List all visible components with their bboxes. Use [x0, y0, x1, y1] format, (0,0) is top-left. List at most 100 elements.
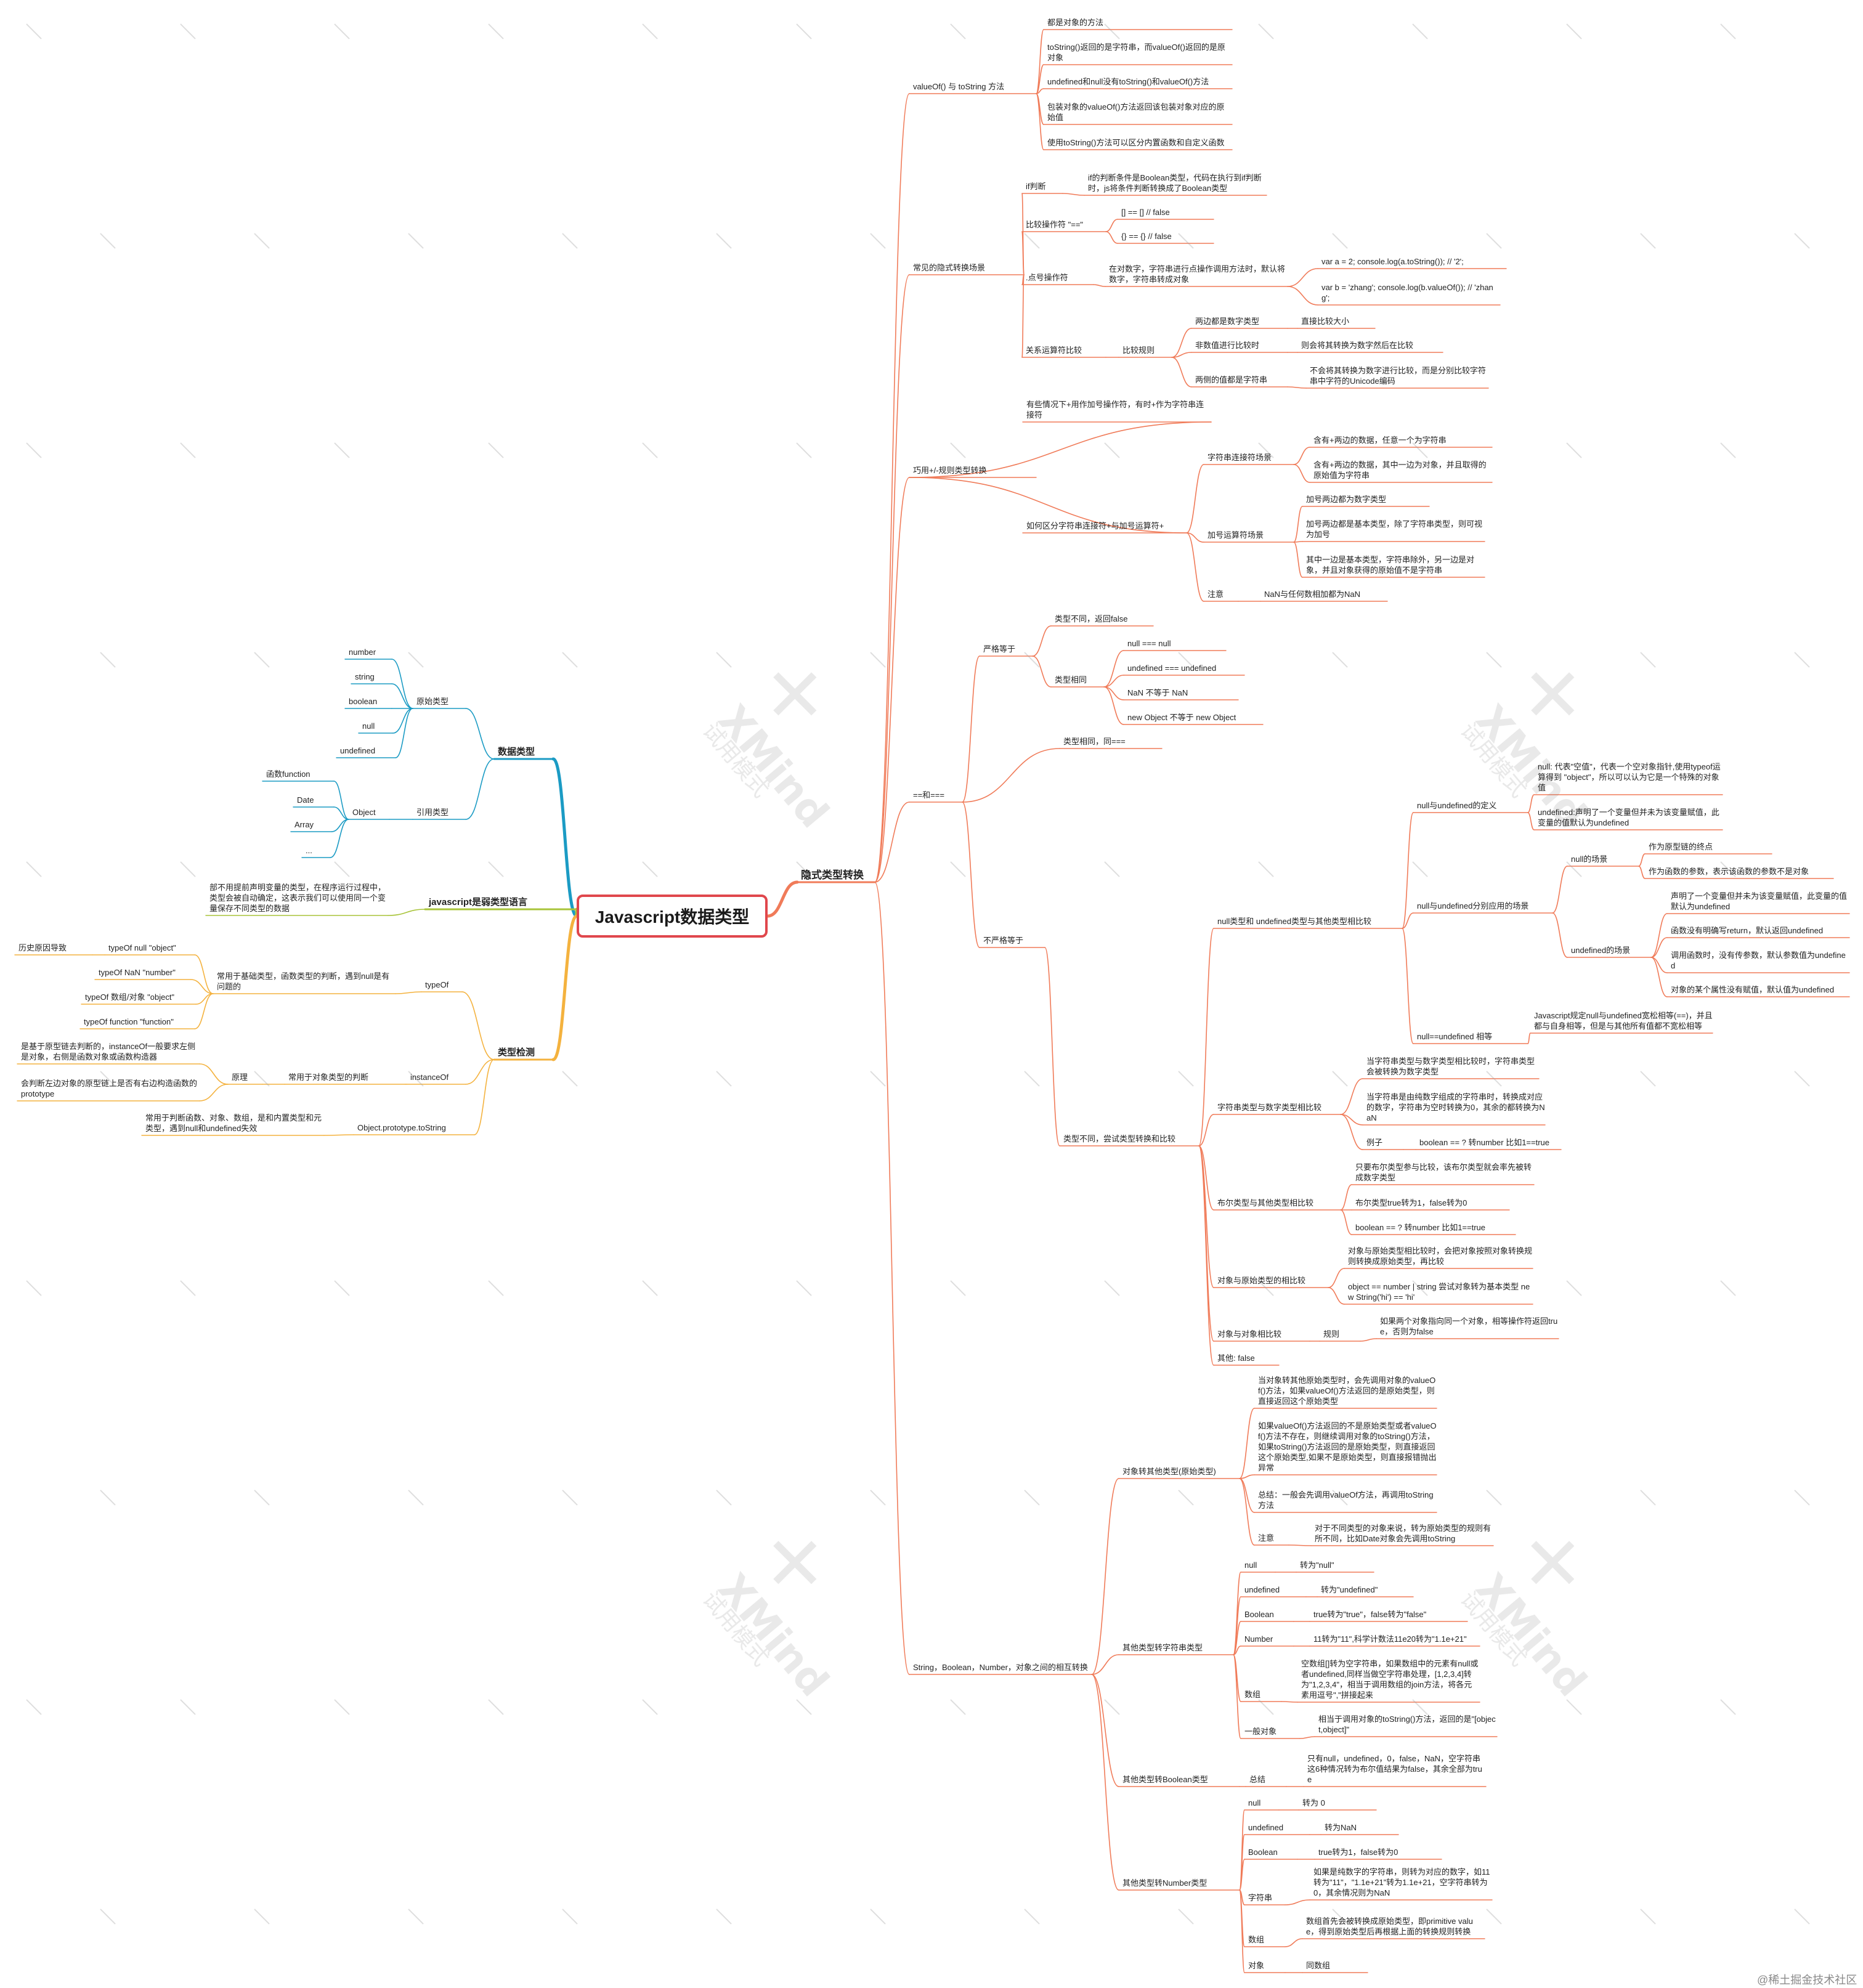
topic-ts-arr[interactable]: 数组: [1244, 1690, 1261, 1699]
topic-sc-if[interactable]: if判断: [1026, 182, 1046, 191]
topic-o3[interactable]: Array: [294, 820, 314, 829]
topic-ts-und-d[interactable]: 转为"undefined": [1321, 1585, 1378, 1594]
topic-op-nd[interactable]: 对于不同类型的对象来说，转为原始类型的规则有所不同，比如Date对象会先调用to…: [1315, 1523, 1492, 1543]
topic-weak-d[interactable]: 部不用提前声明变量的类型，在程序运行过程中，类型会被自动确定，这表示我们可以使用…: [209, 883, 386, 913]
topic-ob2[interactable]: object == number | string 尝试对象转为基本类型 new…: [1348, 1282, 1530, 1302]
topic-sc-eq[interactable]: 比较操作符 "==": [1026, 220, 1084, 229]
topic-sc-if-d[interactable]: if的判断条件是Boolean类型，代码在执行到if判断时，js将条件判断转换成…: [1088, 173, 1262, 193]
topic-sc-dot1[interactable]: var a = 2; console.log(a.toString()); //…: [1321, 257, 1464, 266]
topic-ns[interactable]: 不严格等于: [983, 936, 1024, 945]
topic-pm-n[interactable]: 注意: [1208, 590, 1224, 599]
topic-sc-r1[interactable]: 两边都是数字类型: [1195, 317, 1260, 326]
topic-oo-rule[interactable]: 规则: [1323, 1329, 1340, 1339]
topic-vts4[interactable]: 包装对象的valueOf()方法返回该包装对象对应的原始值: [1047, 102, 1225, 122]
topic-ots[interactable]: Object.prototype.toString: [357, 1123, 446, 1132]
topic-ns-diff[interactable]: 类型不同，尝试类型转换和比较: [1063, 1134, 1176, 1143]
topic-nu-und1[interactable]: 声明了一个变量但并未为该变量赋值，此变量的值默认为undefined: [1671, 891, 1848, 911]
topic-pm-s[interactable]: 字符串连接符场景: [1208, 453, 1272, 462]
topic-p5[interactable]: undefined: [340, 746, 376, 755]
topic-pm-nd[interactable]: NaN与任何数相加都为NaN: [1264, 590, 1361, 599]
topic-vts3[interactable]: undefined和null没有toString()和valueOf()方法: [1047, 77, 1209, 86]
topic-bo1[interactable]: 只要布尔类型参与比较，该布尔类型就会率先被转成数字类型: [1355, 1162, 1532, 1182]
topic-sc-eq1[interactable]: [] == [] // false: [1121, 208, 1170, 217]
topic-ref[interactable]: 引用类型: [416, 808, 449, 817]
topic-sn[interactable]: 字符串类型与数字类型相比较: [1217, 1103, 1322, 1112]
topic-nu-use[interactable]: null与undefined分别应用的场景: [1417, 901, 1529, 911]
topic-to3[interactable]: typeOf 数组/对象 "object": [85, 992, 175, 1002]
topic-bo2[interactable]: 布尔类型true转为1，false转为0: [1355, 1198, 1467, 1207]
topic-sn2[interactable]: 当字符串是由纯数字组成的字符串时，转换成对应的数字，字符串为空时转换为0，其余的…: [1366, 1092, 1545, 1122]
topic-pm2[interactable]: 如何区分字符串连接符+与加号运算符+: [1026, 521, 1164, 530]
topic-ts-null[interactable]: null: [1244, 1560, 1257, 1570]
topic-op[interactable]: 对象转其他类型(原始类型): [1122, 1467, 1216, 1476]
topic-tn-null-d[interactable]: 转为 0: [1302, 1798, 1325, 1807]
topic-nu-null2[interactable]: 作为函数的参数，表示该函数的参数不是对象: [1649, 867, 1809, 876]
topic-st-diff[interactable]: 类型不同，返回false: [1055, 614, 1128, 623]
topic-oo-rule-d[interactable]: 如果两个对象指向同一个对象，相等操作符返回true，否则为false: [1380, 1317, 1558, 1336]
topic-to2[interactable]: typeOf NaN "number": [99, 968, 176, 977]
topic-o1[interactable]: 函数function: [266, 769, 310, 779]
topic-tn-arr-d[interactable]: 数组首先会被转换成原始类型，即primitive value，得到原始类型后再根…: [1306, 1917, 1473, 1936]
topic-tn-bool[interactable]: Boolean: [1248, 1848, 1278, 1857]
topic-ts-num[interactable]: Number: [1244, 1634, 1273, 1644]
topic-tn-und[interactable]: undefined: [1248, 1823, 1284, 1832]
topic-io-p[interactable]: 原理: [232, 1073, 248, 1082]
topic-ts-null-d[interactable]: 转为"null": [1300, 1560, 1334, 1570]
topic-weak[interactable]: javascript是弱类型语言: [429, 897, 528, 907]
topic-implicit[interactable]: 隐式类型转换: [801, 869, 864, 881]
topic-tb-s[interactable]: 总结: [1249, 1775, 1266, 1784]
topic-obj[interactable]: Object: [352, 808, 376, 817]
topic-op1[interactable]: 当对象转其他原始类型时，会先调用对象的valueOf()方法，如果valueOf…: [1258, 1376, 1436, 1406]
topic-op2[interactable]: 如果valueOf()方法返回的不是原始类型或者valueOf()方法不存在，则…: [1258, 1421, 1437, 1472]
topic-vts[interactable]: valueOf() 与 toString 方法: [913, 82, 1005, 91]
topic-ns-same[interactable]: 类型相同，同===: [1063, 737, 1126, 746]
topic-io-p1[interactable]: 是基于原型链去判断的，instanceOf一般要求左侧是对象，右侧是函数对象或函…: [21, 1042, 196, 1061]
topic-st3[interactable]: NaN 不等于 NaN: [1127, 688, 1188, 697]
topic-nu-def2[interactable]: undefined:声明了一个变量但并未为该变量赋值，此变量的值默认为undef…: [1538, 808, 1719, 827]
topic-oo[interactable]: 对象与对象相比较: [1217, 1329, 1282, 1339]
topic-vts2[interactable]: toString()返回的是字符串，而valueOf()返回的是原对象: [1047, 43, 1225, 62]
topic-st1[interactable]: null === null: [1127, 639, 1171, 648]
topic-bo[interactable]: 布尔类型与其他类型相比较: [1217, 1198, 1314, 1207]
topic-st[interactable]: 严格等于: [983, 644, 1016, 654]
topic-ts-arr-d[interactable]: 空数组[]转为空字符串，如果数组中的元素有null或者undefined,同样当…: [1301, 1659, 1479, 1700]
topic-sc-dot2[interactable]: var b = 'zhang'; console.log(b.valueOf()…: [1321, 283, 1493, 302]
topic-prim[interactable]: 原始类型: [416, 697, 449, 706]
topic-pm-a3[interactable]: 其中一边是基本类型，字符串除外，另一边是对象，并且对象获得的原始值不是字符串: [1306, 555, 1475, 575]
topic-sc-r2d[interactable]: 则会将其转换为数字然后在比较: [1301, 341, 1414, 350]
topic-p1[interactable]: number: [349, 647, 376, 657]
topic-nu-null[interactable]: null的场景: [1571, 854, 1608, 864]
topic-sc-dot[interactable]: .点号操作符: [1026, 273, 1068, 282]
topic-bo3[interactable]: boolean == ? 转number 比如1==true: [1355, 1223, 1486, 1232]
topic-p4[interactable]: null: [362, 721, 375, 731]
topic-tn-und-d[interactable]: 转为NaN: [1325, 1823, 1357, 1832]
topic-pm1[interactable]: 有些情况下+用作加号操作符，有时+作为字符串连接符: [1026, 400, 1204, 420]
topic-ob[interactable]: 对象与原始类型的相比较: [1217, 1276, 1306, 1285]
topic-vts5[interactable]: 使用toString()方法可以区分内置函数和自定义函数: [1047, 138, 1225, 147]
topic-tn-obj[interactable]: 对象: [1248, 1961, 1265, 1970]
topic-io[interactable]: instanceOf: [410, 1073, 449, 1082]
topic-ots-d[interactable]: 常用于判断函数、对象、数组，是和内置类型和元类型，遇到null和undefine…: [145, 1113, 322, 1133]
topic-tn-str-d[interactable]: 如果是纯数字的字符串，则转为对应的数字，如11转为"11"，"1.1e+21"转…: [1313, 1867, 1490, 1897]
topic-sc-rel[interactable]: 关系运算符比较: [1026, 346, 1082, 355]
topic-ts-obj[interactable]: 一般对象: [1244, 1727, 1277, 1736]
topic-pm-s1[interactable]: 含有+两边的数据，任意一个为字符串: [1313, 436, 1447, 445]
topic-types[interactable]: 数据类型: [498, 747, 535, 757]
topic-tn-str[interactable]: 字符串: [1248, 1893, 1273, 1902]
topic-ts-bool[interactable]: Boolean: [1244, 1610, 1274, 1619]
topic-st2[interactable]: undefined === undefined: [1127, 663, 1217, 673]
topic-sn3d[interactable]: boolean == ? 转number 比如1==true: [1419, 1138, 1550, 1147]
topic-to1[interactable]: typeOf null "object": [108, 943, 176, 952]
root-topic[interactable]: Javascript数据类型: [577, 895, 768, 938]
topic-ob1[interactable]: 对象与原始类型相比较时，会把对象按照对象转换规则转换成原始类型，再比较: [1348, 1246, 1533, 1266]
topic-sc-r3[interactable]: 两侧的值都是字符串: [1195, 375, 1268, 384]
topic-ts-num-d[interactable]: 11转为"11",科学计数法11e20转为"1.1e+21": [1313, 1634, 1467, 1644]
topic-tb[interactable]: 其他类型转Boolean类型: [1122, 1775, 1208, 1784]
topic-sc-eq2[interactable]: {} == {} // false: [1121, 232, 1172, 241]
topic-pm-a[interactable]: 加号运算符场景: [1208, 530, 1264, 540]
topic-nu-def1[interactable]: null: 代表"空值"，代表一个空对象指针,使用typeof运算得到 "obj…: [1538, 762, 1721, 792]
topic-sc-r1d[interactable]: 直接比较大小: [1301, 317, 1350, 326]
topic-st4[interactable]: new Object 不等于 new Object: [1127, 713, 1236, 722]
topic-to1-note[interactable]: 历史原因导致: [18, 943, 67, 952]
topic-sc-r3d[interactable]: 不会将其转换为数字进行比较，而是分别比较字符串中字符的Unicode编码: [1310, 366, 1487, 386]
